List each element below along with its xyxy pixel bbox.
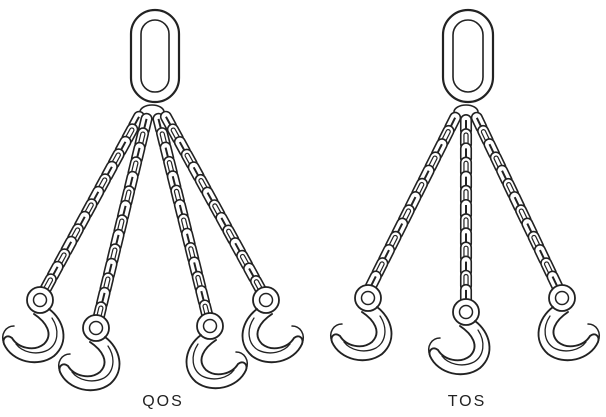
qos-hook-1 <box>2 286 65 364</box>
tos-label: TOS <box>447 393 487 410</box>
tos-chain-leg-2 <box>459 114 473 306</box>
tos-hook-1 <box>330 284 393 362</box>
qos-hook-4 <box>241 286 304 364</box>
qos-master-link <box>129 8 181 104</box>
tos-chain-leg-3 <box>470 111 564 293</box>
qos-chain-leg-2 <box>92 112 153 325</box>
qos-chain-leg-3 <box>152 112 214 323</box>
qos-hook-2 <box>58 314 121 392</box>
qos-sling <box>2 8 304 392</box>
tos-hook-2 <box>428 298 491 376</box>
qos-hook-3 <box>185 312 248 390</box>
tos-chain-leg-1 <box>364 111 462 293</box>
tos-master-link <box>441 8 495 104</box>
qos-chain-leg-1 <box>39 110 146 295</box>
qos-label: QOS <box>142 393 184 410</box>
tos-hook-3 <box>537 284 600 362</box>
tos-sling <box>330 8 600 376</box>
